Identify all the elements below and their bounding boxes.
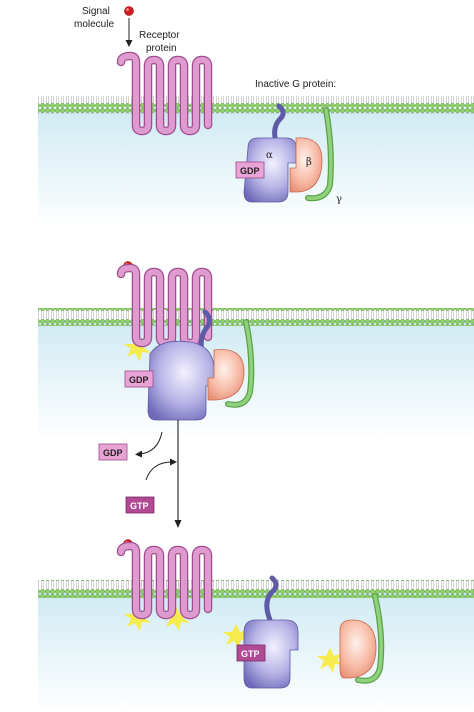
exchange-arrows: GDP GTP [98,420,182,528]
gdp-tag-2 [124,370,154,388]
beta-subunit [207,349,245,401]
gdp-tag-1 [235,161,265,179]
lipid-bilayer [38,308,474,326]
receptor-label-line2: protein [146,43,177,54]
alpha-anchor [264,575,279,623]
gdp-released-text: GDP [103,448,123,458]
alpha-label: α [266,150,273,161]
gdp-released-tag [98,443,128,461]
panel-1-inactive: Signal molecule Receptor protein Inactiv… [38,6,474,228]
alpha-subunit-gtp [243,619,299,689]
activation-glow [124,606,344,673]
gtp-incoming-tag [125,496,155,514]
panel-2-activation: GDP [38,261,474,440]
gtp-uptake-arrow [145,461,173,481]
beta-subunit [339,619,377,679]
beta-subunit [289,137,323,193]
gtp-bound-tag [236,644,266,662]
lipid-bilayer [38,580,474,598]
activation-glow [124,336,151,361]
gtp-incoming-text: GTP [130,501,149,511]
gdp-release-arrow [139,431,163,455]
inactive-g-protein-label: Inactive G protein: [255,79,336,90]
panel-3-active: GTP [38,539,474,712]
signal-label-line2: molecule [74,19,114,30]
gamma-label: γ [336,194,342,205]
receptor-label-line1: Receptor [139,30,180,41]
alpha-subunit [243,137,297,203]
lipid-bilayer [38,96,474,114]
gtp-bound-text: GTP [241,649,260,659]
cytoplasm-region [38,320,474,440]
signal-molecule [124,6,134,16]
gdp-tag-2-text: GDP [129,375,149,385]
alpha-subunit [147,340,215,421]
alpha-anchor [272,103,286,151]
beta-label: β [306,157,312,168]
signal-label-line1: Signal [82,6,110,17]
gdp-tag-1-text: GDP [240,166,260,176]
